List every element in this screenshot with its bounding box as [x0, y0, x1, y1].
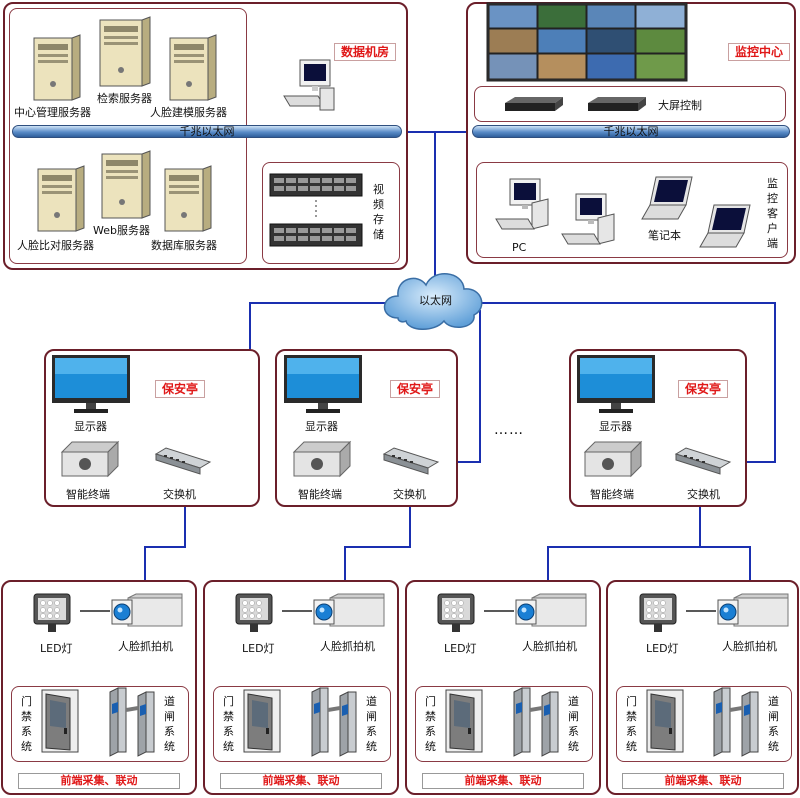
monitor-title: 监控中心: [728, 43, 791, 61]
datacenter-ethernet-bus: 千兆以太网: [12, 125, 402, 138]
server-icon: [164, 165, 212, 232]
pc-label: PC: [512, 241, 527, 254]
network-switch-icon: [154, 447, 212, 475]
access-control-group: [616, 686, 792, 762]
laptop-icon: [641, 176, 693, 220]
video-controller-icon: [588, 97, 646, 111]
face-capture-camera-icon: [111, 593, 183, 627]
camera-label: 人脸抓拍机: [320, 640, 375, 653]
terminal-label: 智能终端: [298, 488, 342, 501]
storage-label: 视频存储: [373, 183, 384, 241]
switch-label: 交换机: [163, 488, 196, 501]
guard-booth-title: 保安亭: [390, 380, 441, 398]
monitor-label: 显示器: [74, 420, 107, 433]
door-access-label: 门禁系统: [425, 695, 436, 753]
barrier-gate-label: 道闸系统: [366, 695, 377, 753]
face-capture-camera-icon: [313, 593, 385, 627]
door-access-label: 门禁系统: [223, 695, 234, 753]
access-control-group: [415, 686, 593, 762]
camera-label: 人脸抓拍机: [722, 640, 777, 653]
barrier-gate-label: 道闸系统: [768, 695, 779, 753]
server-label: 检索服务器: [97, 92, 152, 105]
display-monitor-icon: [284, 355, 362, 413]
laptop-icon: [699, 204, 751, 248]
face-capture-camera-icon: [515, 593, 587, 627]
server-label: Web服务器: [93, 224, 150, 237]
led-label: LED灯: [444, 642, 477, 655]
storage-array-icon: [269, 173, 363, 247]
switch-label: 交换机: [393, 488, 426, 501]
display-monitor-icon: [577, 355, 655, 413]
smart-terminal-icon: [60, 440, 120, 478]
frontend-footer-label: 前端采集、联动: [422, 773, 584, 789]
door-access-label: 门禁系统: [626, 695, 637, 753]
frontend-footer-label: 前端采集、联动: [18, 773, 180, 789]
turnstile-icon: [109, 687, 155, 757]
led-light-icon: [33, 593, 71, 632]
server-label: 数据库服务器: [151, 239, 217, 252]
face-capture-camera-icon: [717, 593, 789, 627]
frontend-footer-label: 前端采集、联动: [622, 773, 784, 789]
server-label: 中心管理服务器: [14, 106, 91, 119]
pc-icon: [495, 178, 549, 230]
access-control-group: [11, 686, 189, 762]
terminal-label: 智能终端: [590, 488, 634, 501]
workstation-icon: [283, 59, 335, 111]
camera-label: 人脸抓拍机: [118, 640, 173, 653]
network-switch-icon: [674, 447, 732, 475]
switch-label: 交换机: [687, 488, 720, 501]
led-light-icon: [437, 593, 475, 632]
barrier-gate-label: 道闸系统: [568, 695, 579, 753]
camera-label: 人脸抓拍机: [522, 640, 577, 653]
barrier-gate-label: 道闸系统: [164, 695, 175, 753]
server-icon: [33, 34, 81, 101]
video-controller-icon: [505, 97, 563, 111]
server-icon: [99, 16, 151, 87]
monitor-label: 显示器: [305, 420, 338, 433]
door-icon: [445, 689, 483, 753]
smart-terminal-icon: [583, 440, 643, 478]
door-icon: [41, 689, 79, 753]
ellipsis: ……: [494, 422, 524, 438]
video-wall-icon: [486, 2, 688, 82]
laptop-label: 笔记本: [648, 229, 681, 242]
led-label: LED灯: [646, 642, 679, 655]
led-label: LED灯: [40, 642, 73, 655]
guard-booth-title: 保安亭: [678, 380, 729, 398]
turnstile-icon: [513, 687, 559, 757]
frontend-unit-panel: [405, 580, 601, 795]
turnstile-icon: [311, 687, 357, 757]
guard-booth-panel: [44, 349, 260, 507]
led-light-icon: [235, 593, 273, 632]
server-label: 人脸建模服务器: [150, 106, 227, 119]
cloud-label: 以太网: [419, 294, 452, 307]
pc-icon: [561, 193, 615, 245]
led-light-icon: [639, 593, 677, 632]
server-label: 人脸比对服务器: [17, 239, 94, 252]
door-icon: [646, 689, 684, 753]
frontend-footer-label: 前端采集、联动: [220, 773, 382, 789]
bus-label: 千兆以太网: [603, 125, 659, 138]
access-control-group: [213, 686, 391, 762]
server-icon: [169, 34, 217, 101]
bigscreen-label: 大屏控制: [658, 99, 702, 112]
terminal-label: 智能终端: [66, 488, 110, 501]
server-icon: [37, 165, 85, 232]
client-label: 监控客户端: [767, 177, 778, 250]
display-monitor-icon: [52, 355, 130, 413]
bus-label: 千兆以太网: [179, 125, 235, 138]
monitor-ethernet-bus: 千兆以太网: [472, 125, 790, 138]
datacenter-title: 数据机房: [334, 43, 397, 61]
smart-terminal-icon: [292, 440, 352, 478]
server-icon: [101, 150, 151, 219]
network-switch-icon: [382, 447, 440, 475]
ethernet-cloud-icon: [383, 273, 483, 330]
door-access-label: 门禁系统: [21, 695, 32, 753]
guard-booth-title: 保安亭: [155, 380, 206, 398]
monitor-label: 显示器: [599, 420, 632, 433]
door-icon: [243, 689, 281, 753]
led-label: LED灯: [242, 642, 275, 655]
turnstile-icon: [713, 687, 759, 757]
